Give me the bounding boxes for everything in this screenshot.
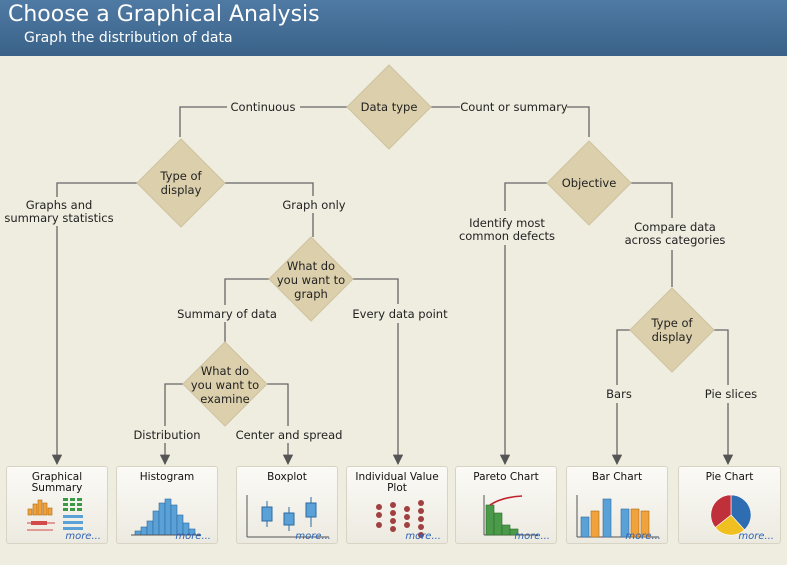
decision-label: you want to bbox=[277, 273, 345, 287]
individual-value-plot-thumbnail bbox=[376, 500, 424, 538]
decision-what-to-examine bbox=[182, 341, 268, 427]
connector-bars bbox=[617, 329, 630, 464]
graphical-summary-thumbnail bbox=[27, 498, 83, 531]
branch-label: summary statistics bbox=[4, 211, 113, 225]
pie-chart-thumbnail bbox=[710, 494, 752, 536]
connector-count bbox=[431, 106, 590, 137]
card-pareto-chart[interactable]: Pareto Chart more... bbox=[455, 466, 557, 544]
decision-label: examine bbox=[200, 392, 250, 406]
decision-type-of-display-2 bbox=[629, 287, 715, 373]
branch-label: Continuous bbox=[231, 100, 296, 114]
decision-type-of-display bbox=[136, 138, 226, 228]
card-title: Graphical Summary bbox=[31, 471, 83, 494]
connector-graphs-summary bbox=[57, 182, 137, 464]
connector-compare bbox=[631, 182, 673, 287]
decision-label: you want to bbox=[191, 378, 259, 392]
branch-label: Count or summary bbox=[460, 100, 568, 114]
branch-label: Identify most bbox=[469, 216, 545, 230]
decision-label: Type of bbox=[159, 169, 202, 183]
branch-label: across categories bbox=[625, 233, 726, 247]
card-title: Individual Value Plot bbox=[355, 471, 439, 494]
decision-label: display bbox=[652, 330, 693, 344]
card-graphical-summary[interactable]: Graphical Summary more... bbox=[6, 466, 108, 544]
header-banner: Choose a Graphical Analysis Graph the di… bbox=[0, 0, 787, 56]
decision-objective bbox=[546, 140, 632, 226]
card-title: Bar Chart bbox=[591, 471, 643, 483]
connector-graph-only bbox=[225, 182, 314, 237]
more-link[interactable]: more... bbox=[405, 531, 441, 542]
connector-distribution bbox=[165, 383, 183, 464]
branch-label: common defects bbox=[459, 229, 555, 243]
decision-label: graph bbox=[294, 287, 328, 301]
card-title: Boxplot bbox=[267, 471, 307, 483]
decision-label: Data type bbox=[361, 100, 418, 114]
decision-label: Objective bbox=[562, 176, 617, 190]
card-boxplot[interactable]: Boxplot more... bbox=[236, 466, 338, 544]
card-individual-value-plot[interactable]: Individual Value Plot more... bbox=[346, 466, 448, 544]
more-link[interactable]: more... bbox=[738, 531, 774, 542]
connector-center-spread bbox=[267, 383, 288, 464]
page-subtitle: Graph the distribution of data bbox=[24, 30, 233, 46]
decision-label: What do bbox=[201, 364, 249, 378]
decision-data-type bbox=[346, 64, 432, 150]
connector-identify bbox=[505, 182, 547, 464]
branch-label: Center and spread bbox=[236, 428, 343, 442]
histogram-thumbnail bbox=[131, 498, 201, 536]
branch-label: Distribution bbox=[133, 428, 200, 442]
branch-label: Pie slices bbox=[705, 387, 757, 401]
boxplot-thumbnail bbox=[246, 495, 329, 538]
card-histogram[interactable]: Histogram more... bbox=[116, 466, 218, 544]
decision-label: display bbox=[161, 183, 202, 197]
branch-label: Compare data bbox=[634, 220, 716, 234]
connector-every-point bbox=[353, 278, 398, 464]
decision-label: What do bbox=[287, 259, 335, 273]
card-pie-chart[interactable]: Pie Chart more... bbox=[678, 466, 781, 544]
connector-summary-of-data bbox=[224, 278, 269, 305]
branch-label: Graph only bbox=[282, 198, 345, 212]
branch-label: Every data point bbox=[352, 307, 448, 321]
connector-continuous bbox=[179, 106, 347, 137]
branch-label: Summary of data bbox=[177, 307, 277, 321]
more-link[interactable]: more... bbox=[175, 531, 211, 542]
more-link[interactable]: more... bbox=[65, 531, 101, 542]
card-title: Pie Chart bbox=[705, 471, 754, 483]
branch-label: Graphs and bbox=[26, 198, 93, 212]
card-bar-chart[interactable]: Bar Chart more... bbox=[566, 466, 668, 544]
more-link[interactable]: more... bbox=[625, 531, 661, 542]
card-title: Histogram bbox=[139, 471, 195, 483]
connector-pie-slices bbox=[714, 329, 728, 464]
more-link[interactable]: more... bbox=[514, 531, 550, 542]
page-title: Choose a Graphical Analysis bbox=[8, 2, 320, 27]
pareto-chart-thumbnail bbox=[483, 495, 538, 536]
decision-label: Type of bbox=[650, 316, 693, 330]
branch-label: Bars bbox=[606, 387, 632, 401]
card-title: Pareto Chart bbox=[473, 471, 539, 483]
decision-what-to-graph bbox=[268, 236, 354, 322]
more-link[interactable]: more... bbox=[295, 531, 331, 542]
bar-chart-thumbnail bbox=[576, 495, 659, 538]
